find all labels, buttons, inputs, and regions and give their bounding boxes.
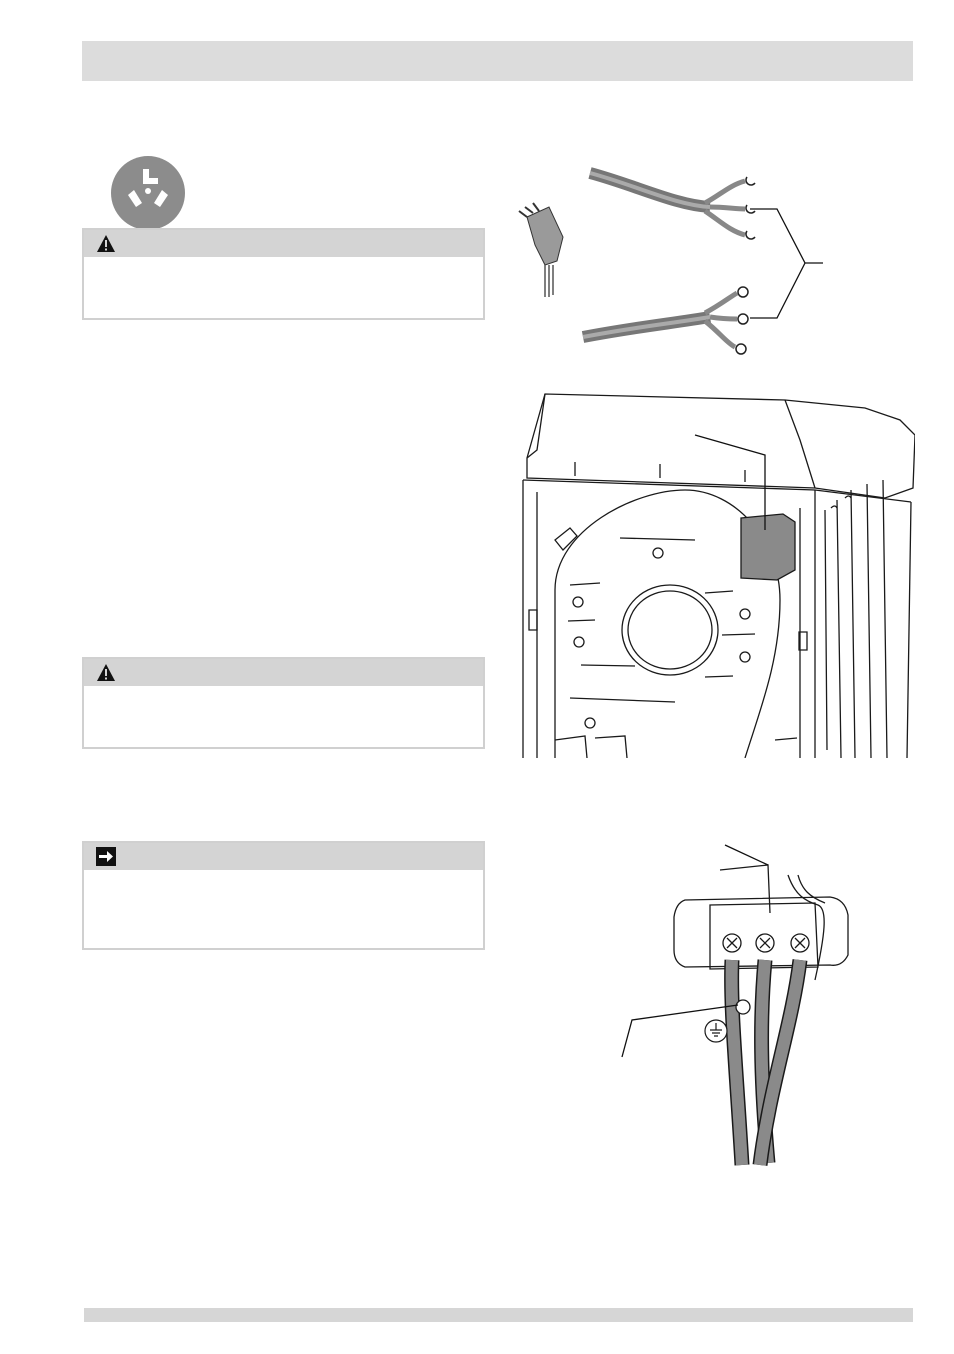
terminal-block-illustration — [621, 844, 849, 1166]
ground-symbol-icon — [704, 1019, 728, 1043]
power-cord-illustration — [518, 167, 823, 355]
cord-upper — [588, 167, 756, 240]
warning-header — [84, 230, 483, 257]
terminal-cover — [740, 513, 796, 581]
page-footer-bar — [84, 1308, 913, 1322]
leader-line — [621, 1004, 739, 1058]
note-body — [84, 870, 483, 886]
warning-body — [84, 686, 483, 702]
warning-box-1 — [82, 228, 485, 320]
page-header-bar — [82, 41, 913, 81]
leader-line — [724, 844, 769, 866]
warning-header — [84, 659, 483, 686]
dryer-rear-illustration — [522, 393, 915, 758]
arrow-right-icon — [96, 847, 116, 866]
three-prong-outlet-icon — [111, 156, 185, 230]
note-box — [82, 841, 485, 950]
leader-line — [694, 434, 766, 530]
note-header — [84, 843, 483, 870]
warning-triangle-icon — [97, 235, 115, 252]
warning-body — [84, 257, 483, 273]
cord-wires — [724, 959, 808, 1166]
plug-icon — [518, 202, 564, 297]
warning-triangle-icon — [97, 664, 115, 681]
warning-box-2 — [82, 657, 485, 749]
cord-lower — [581, 286, 749, 355]
leader-line — [750, 208, 823, 319]
